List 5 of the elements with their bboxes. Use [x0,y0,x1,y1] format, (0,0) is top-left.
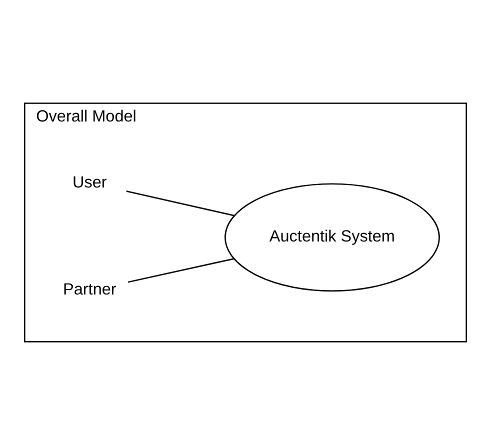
node-text: Partner [63,280,116,298]
connector [128,258,234,282]
node-text: User [72,172,107,191]
connector [126,190,234,216]
node-ellipse: Auctentik System [224,182,440,292]
